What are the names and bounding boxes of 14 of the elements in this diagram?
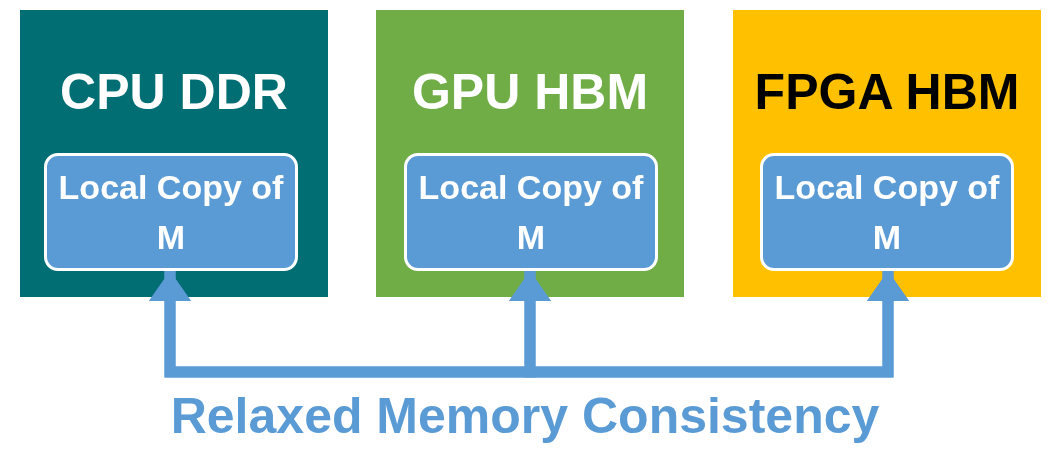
caption-text: Relaxed Memory Consistency — [169, 387, 881, 446]
copy-label: Local Copy of M — [417, 167, 645, 258]
panel-title: FPGA HBM — [753, 63, 1021, 122]
copy-box — [760, 153, 1014, 271]
copy-label: Local Copy of M — [773, 167, 1001, 258]
memory-panel — [20, 10, 328, 297]
copy-box — [44, 153, 298, 271]
panel-title: CPU DDR — [59, 63, 289, 122]
arrow — [149, 271, 909, 378]
copy-label: Local Copy of M — [57, 167, 285, 258]
memory-panel — [733, 10, 1041, 297]
memory-panel — [376, 10, 684, 297]
panel-title: GPU HBM — [410, 63, 650, 122]
copy-box — [404, 153, 658, 271]
